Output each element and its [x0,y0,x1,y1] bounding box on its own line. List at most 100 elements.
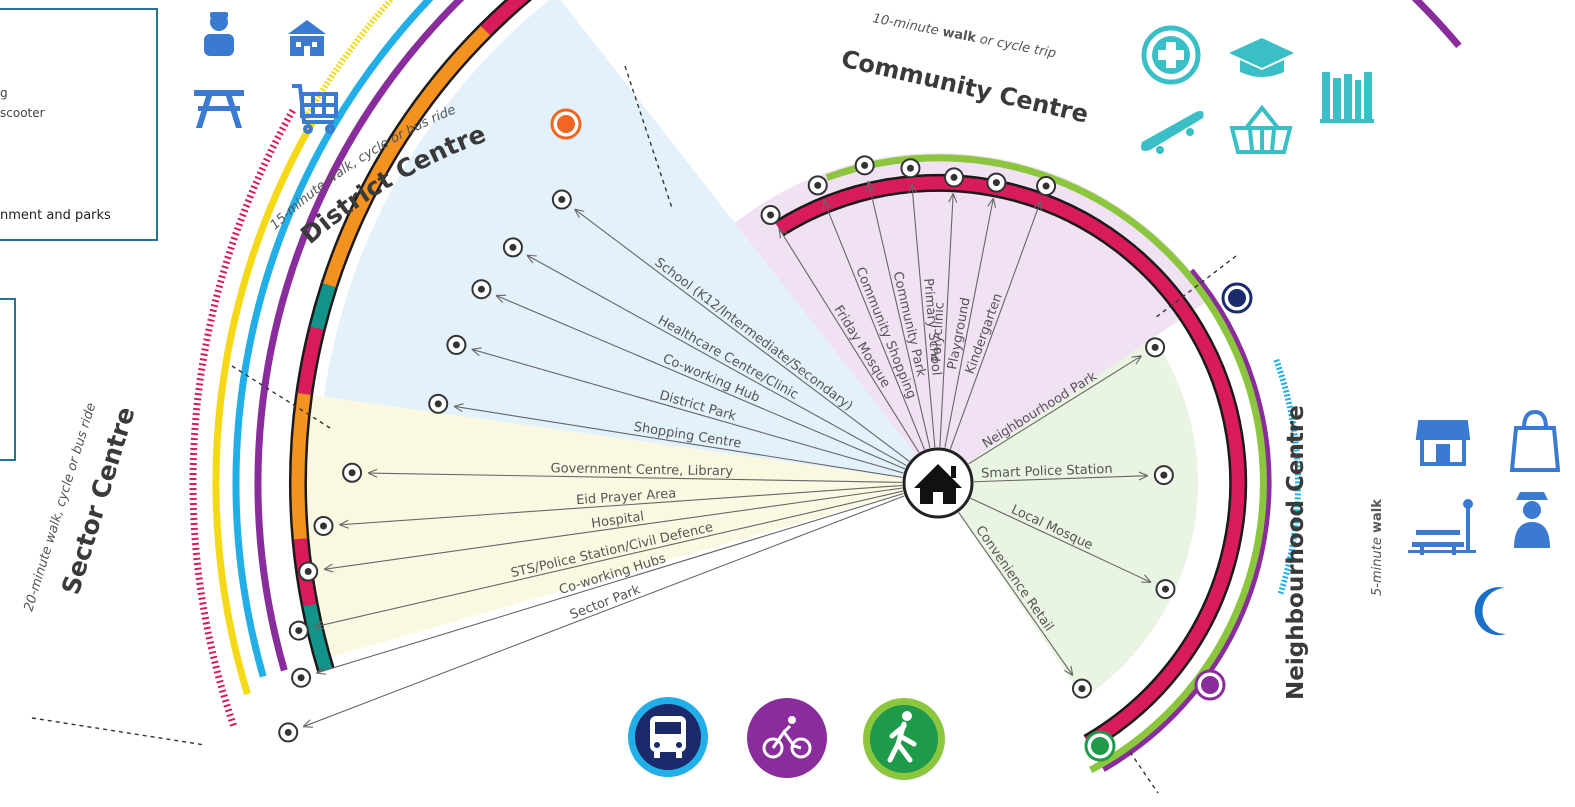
sector-icons [194,12,338,134]
destination-icon-dot [1078,685,1086,693]
park-bench-icon [1408,499,1476,555]
spoke-arrowhead [908,183,918,194]
sector-centre-label: Sector Centre 20-minute walk, cycle or b… [21,401,140,613]
band-segment [310,283,336,330]
district-zone [324,0,938,483]
spoke-arrowhead [1033,200,1042,211]
spoke-arrowhead [1141,574,1152,583]
destination-icon-dot [1161,585,1169,593]
sector-zone [297,393,938,483]
destination-label: Hospital [590,509,645,531]
destination-label: Government Centre, Library [550,461,733,479]
travel-mode-badges [628,697,945,780]
destination-icon-dot [477,285,485,293]
spoke-arrowhead [822,199,832,211]
spoke-arrowhead [1131,355,1142,365]
destination-icon-dot [320,522,328,530]
sector-dashed-arc [189,108,296,727]
cyan-arc [232,0,434,678]
destination-spoke [944,198,994,448]
spoke-arrowhead [339,519,349,529]
band-segment [291,392,311,540]
police-officer-icon [204,12,234,56]
spoke-arrowhead [314,620,325,630]
neighbourhood-icons [1408,409,1561,636]
destination-spoke [574,208,910,462]
walking-icon [863,698,945,780]
destination-icon-dot [509,243,517,251]
destination-icon-dot [906,164,914,172]
destination-icon-dot [295,627,303,635]
legend-text: g [0,86,8,100]
spoke-arrowhead [948,193,958,203]
destination-spoke [495,294,906,470]
spoke-arrowhead [323,563,334,573]
destination-spoke [823,200,926,450]
band-segment [480,0,529,36]
destination-spoke [368,472,903,483]
destination-spoke [778,228,920,453]
graduation-cap-icon [1229,38,1294,77]
sector-zone [298,483,938,660]
spoke-arrowhead [1064,665,1074,676]
shopping-bag-icon [1509,409,1561,472]
destination-spoke [949,200,1042,450]
spoke-arrowhead [987,198,997,209]
spoke-arrowhead [778,228,788,239]
green-arc [825,154,1267,774]
storefront-icon [1415,420,1471,466]
cyan-dashed-arc [1273,358,1301,596]
spoke-arrowhead [316,666,327,675]
destination-spoke [323,487,903,570]
spoke-arrowhead [1138,471,1149,481]
neighbourhood-zone [938,337,1198,699]
neighbourhood-centre-title: Neighbourhood Centre [1283,405,1309,700]
spoke-arrowhead [574,208,585,219]
civic-building-icon [288,20,326,56]
neighbourhood-centre-subtitle: 5-minute walk [1370,499,1385,596]
destination-spoke [471,348,904,474]
community-centre-label: Community Centre 10-minute walk or cycle… [839,11,1091,128]
band-segment [775,176,1245,749]
zone-backgrounds [297,0,1212,699]
library-books-icon [1320,72,1374,123]
destination-spoke [302,495,905,728]
legend-box-bottom [0,298,16,461]
destination-spoke [316,492,904,674]
bus-marker-icon [1221,282,1253,314]
bus-marker-icon [550,108,582,140]
destination-label: Eid Prayer Area [576,486,677,508]
destination-icon-dot [452,341,460,349]
destination-icon-dot [348,469,356,477]
spoke-arrowhead [526,254,537,264]
bus-icon [628,697,708,777]
band-segment [297,326,324,395]
destination-icon-dot [992,179,1000,187]
bicycle-marker-icon [1194,669,1226,701]
divider-lines [31,65,1237,794]
spoke-arrowhead [865,180,875,191]
destination-label: Smart Police Station [981,462,1113,482]
destination-icon-dot [434,400,442,408]
yellow-arc [212,120,316,696]
walking-marker-icon [1084,730,1116,762]
police-officer-icon [1514,492,1550,548]
destination-spoke [911,184,936,448]
destination-icon-dot [1160,471,1168,479]
bicycle-icon [747,698,827,778]
destination-icon-dot [297,674,305,682]
destination-spoke [968,355,1142,465]
spoke-arrowhead [367,468,378,478]
destination-icon-dot [304,568,312,576]
destination-spoke [970,497,1152,583]
spoke-arrowhead [453,403,464,413]
legend-text: nment and parks [0,208,111,223]
destination-label: Polyclinic [929,302,947,363]
community-centre-subtitle: 10-minute walk or cycle trip [871,11,1057,61]
destination-spoke [867,180,931,449]
legend-text: scooter [0,106,45,120]
destination-spoke [958,512,1074,676]
spoke-arrowhead [495,294,507,304]
destination-icon-dot [558,196,566,204]
